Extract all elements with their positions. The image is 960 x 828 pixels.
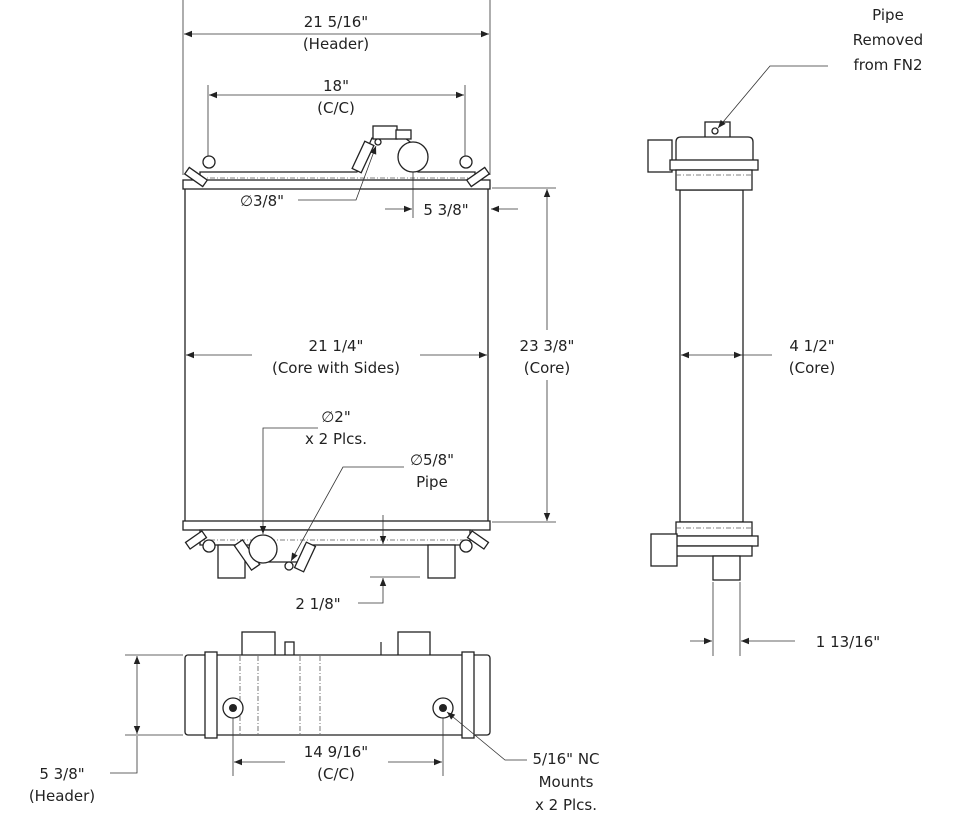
pipe-note-line1: Pipe — [872, 6, 904, 24]
leg — [427, 544, 456, 579]
bottom-view: 5 3/8" (Header) 14 9/16" (C/C) 5/16" NC … — [29, 631, 600, 814]
header-depth-note: (Header) — [29, 787, 95, 805]
bottom-tank — [182, 520, 491, 579]
inlet-offset-label: 5 3/8" — [423, 201, 468, 219]
core-width-label: 21 1/4" — [309, 337, 364, 355]
outlet-dia-label: ∅2" — [321, 408, 351, 426]
mount-hole — [202, 155, 216, 169]
mounts-note-line2: Mounts — [539, 773, 594, 791]
header-width-note: (Header) — [303, 35, 369, 53]
pipe-note-line2: Removed — [853, 31, 923, 49]
bottom-mount-cc-note: (C/C) — [317, 765, 355, 783]
core-depth-label: 4 1/2" — [789, 337, 834, 355]
small-pipe-dia-label: ∅3/8" — [240, 192, 284, 210]
mounts-note-line3: x 2 Plcs. — [535, 796, 597, 814]
mount-cc-note: (C/C) — [317, 99, 355, 117]
drain-pipe-note: Pipe — [416, 473, 448, 491]
front-view: 21 5/16" (Header) 18" (C/C) ∅3/8" 5 3/8"… — [182, 0, 575, 613]
outlet-drop-label: 2 1/8" — [295, 595, 340, 613]
drain-pipe-label: ∅5/8" — [410, 451, 454, 469]
mount-cc-label: 18" — [323, 77, 349, 95]
small-pipe — [374, 138, 382, 146]
core-height-label: 23 3/8" — [520, 337, 575, 355]
side-view: Pipe Removed from FN2 4 1/2" (Core) 1 13… — [647, 6, 923, 656]
core-height-note: (Core) — [524, 359, 570, 377]
header-width-label: 21 5/16" — [304, 13, 368, 31]
bottom-mount-cc-label: 14 9/16" — [304, 743, 368, 761]
bottom-body — [184, 654, 491, 736]
top-tank — [182, 125, 491, 190]
inlet-pipe — [397, 141, 429, 173]
core-depth-note: (Core) — [789, 359, 835, 377]
header-depth-label: 5 3/8" — [39, 765, 84, 783]
pipe-note-line3: from FN2 — [853, 56, 922, 74]
core-width-note: (Core with Sides) — [272, 359, 400, 377]
drain-pipe — [284, 561, 294, 571]
outlet-pipe — [248, 534, 278, 564]
outlet-dia-note: x 2 Plcs. — [305, 430, 367, 448]
mounts-note-line1: 5/16" NC — [532, 750, 599, 768]
leg-width-label: 1 13/16" — [816, 633, 880, 651]
side-core — [679, 189, 744, 523]
mount-hole — [459, 155, 473, 169]
